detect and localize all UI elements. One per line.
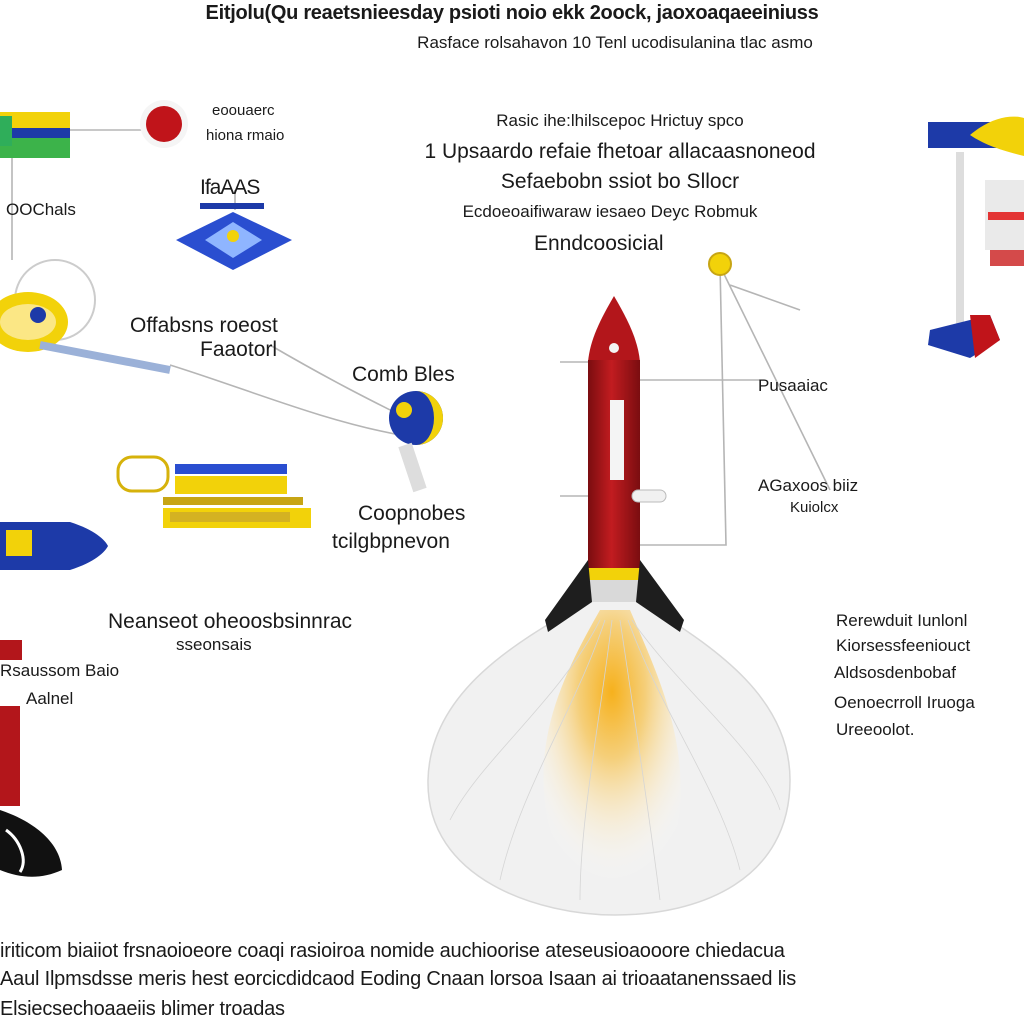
caption-line-4: Ecdoeoaifiwaraw iesaeo Deyc Robmuk <box>462 202 758 221</box>
footer-line-1: iriticom biaiiot frsnaoioeore coaqi rasi… <box>0 940 785 962</box>
label-right-a: Rerewduit Iunlonl <box>836 611 968 630</box>
right-device <box>928 116 1024 358</box>
caption-line-2: 1 Upsaardo refaie fhetoar allacaasnoneod <box>424 140 816 163</box>
label-top-left-a: eoouaerc <box>212 102 275 119</box>
caption-line-3: Sefaebobn ssiot bo Sllocr <box>500 170 740 193</box>
filter-stack <box>116 455 311 528</box>
label-component-a: Coopnobes <box>358 502 466 525</box>
label-antenna-a: AGaxoos biiz <box>758 476 859 495</box>
label-right-e: Ureeoolot. <box>836 720 915 739</box>
side-rocket-icon <box>0 522 108 877</box>
label-right-c: Aldsosdenbobaf <box>834 663 956 682</box>
label-filter-a: Offabsns roeost <box>130 314 278 337</box>
footer-line-2: Aaul Ilpmsdsse meris hest eorcicdidcaod … <box>0 968 796 990</box>
caption-line-5: Enndcoosicial <box>534 232 664 255</box>
device-top-left <box>0 100 188 158</box>
footer-line-3: Elsiecsechoaaeiis blimer troadas <box>0 998 285 1020</box>
connector-lines <box>11 129 831 546</box>
label-gauge-right: Pusaaiac <box>758 376 828 395</box>
rocket-icon <box>545 296 684 632</box>
label-left-low-b: Aalnel <box>26 689 74 708</box>
label-left-mid-a: Neanseot oheoosbsinnrac <box>108 610 353 633</box>
label-right-d: Oenoecrroll Iruoga <box>834 693 975 712</box>
label-left-mid-b: sseonsais <box>176 635 252 654</box>
label-top-left-b: hiona rmaio <box>206 127 285 144</box>
label-side-left: OOChals <box>6 200 76 219</box>
label-component-b: tcilgbpnevon <box>332 530 450 553</box>
label-right-b: Kiorsessfeeniouct <box>836 636 971 655</box>
badge-icon <box>176 203 292 270</box>
diagram-title: Eitjolu(Qu reaetsnieesday psioti noio ek… <box>205 2 819 24</box>
label-badge: IfaAAS <box>200 176 260 199</box>
diagram-subtitle: Rasface rolsahavon 10 Tenl ucodisulanina… <box>417 33 813 52</box>
label-left-low-a: Rsaussom Baio <box>0 661 120 680</box>
combo-ball-icon <box>389 391 443 493</box>
exhaust-plume <box>427 599 791 916</box>
label-antenna-b: Kuiolcx <box>790 499 839 516</box>
antenna-pin-icon <box>708 252 732 276</box>
disk-icon <box>0 259 171 374</box>
label-filter-b: Faaotorl <box>200 338 278 361</box>
caption-line-1: Rasic ihe:lhilscepoc Hrictuy spco <box>496 111 744 130</box>
label-combo: Comb Bles <box>352 363 455 386</box>
